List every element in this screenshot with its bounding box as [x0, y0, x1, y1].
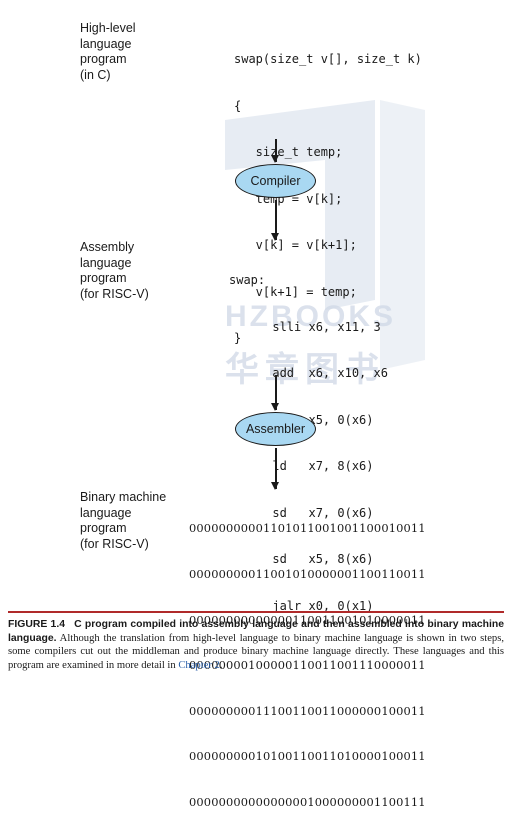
code-line: 00000000000000001000000001100111	[189, 795, 426, 810]
code-line: ld x7, 8(x6)	[229, 459, 374, 473]
code-line: 00000000011001010000001100110011	[189, 567, 426, 582]
code-line: add x6, x10, x6	[229, 366, 388, 380]
caption-title: C program compiled into assembly languag…	[8, 619, 504, 644]
code-line: size_t temp;	[234, 145, 343, 159]
caption-body: Although the translation from high-level…	[8, 632, 504, 671]
high-level-label: High-level language program (in C)	[80, 21, 136, 82]
code-line: 00000000010100110011010000100011	[189, 749, 426, 764]
c-code-block: swap(size_t v[], size_t k) { size_t temp…	[234, 21, 422, 362]
watermark-chinese: 华章图书	[225, 351, 385, 389]
code-line: }	[234, 331, 242, 345]
code-line: sd x5, 8(x6)	[229, 552, 374, 566]
watermark-brand: HZBOOKS	[225, 300, 396, 333]
assembly-label: Assembly language program (for RISC-V)	[80, 240, 149, 301]
code-line: v[k+1] = temp;	[234, 284, 357, 299]
code-line: jalr x0, 0(x1)	[229, 598, 374, 613]
code-line: sd x7, 0(x6)	[229, 505, 374, 520]
arrow-down-icon	[272, 375, 278, 411]
code-line: 00000000011100110011000000100011	[189, 703, 426, 718]
chapter-link[interactable]: Chapter 2	[178, 659, 220, 671]
code-line: {	[234, 98, 242, 113]
code-line: v[k] = v[k+1];	[234, 238, 357, 252]
figure-caption: FIGURE 1.4 C program compiled into assem…	[8, 618, 504, 672]
code-line: swap(size_t v[], size_t k)	[234, 52, 422, 66]
arrow-down-icon	[272, 200, 278, 241]
code-line: swap:	[229, 273, 266, 287]
code-line: 00000000001101011001001100010011	[189, 521, 426, 536]
caption-rule	[8, 611, 504, 613]
binary-label: Binary machine language program (for RIS…	[80, 490, 167, 551]
arrow-down-icon	[272, 139, 278, 163]
arrow-down-icon	[272, 448, 278, 490]
compiler-node: Compiler	[235, 164, 316, 198]
code-line: slli x6, x11, 3	[229, 319, 381, 334]
code-line: 00000000100000110011001110000011	[189, 658, 426, 673]
code-line: 00000000000000110011001010000011	[189, 612, 426, 627]
caption-end: .	[219, 659, 223, 671]
assembler-node: Assembler	[235, 412, 316, 446]
caption-figure-number: FIGURE 1.4	[8, 619, 65, 630]
watermark-text: HZBOOKS 华章图书	[225, 300, 396, 391]
